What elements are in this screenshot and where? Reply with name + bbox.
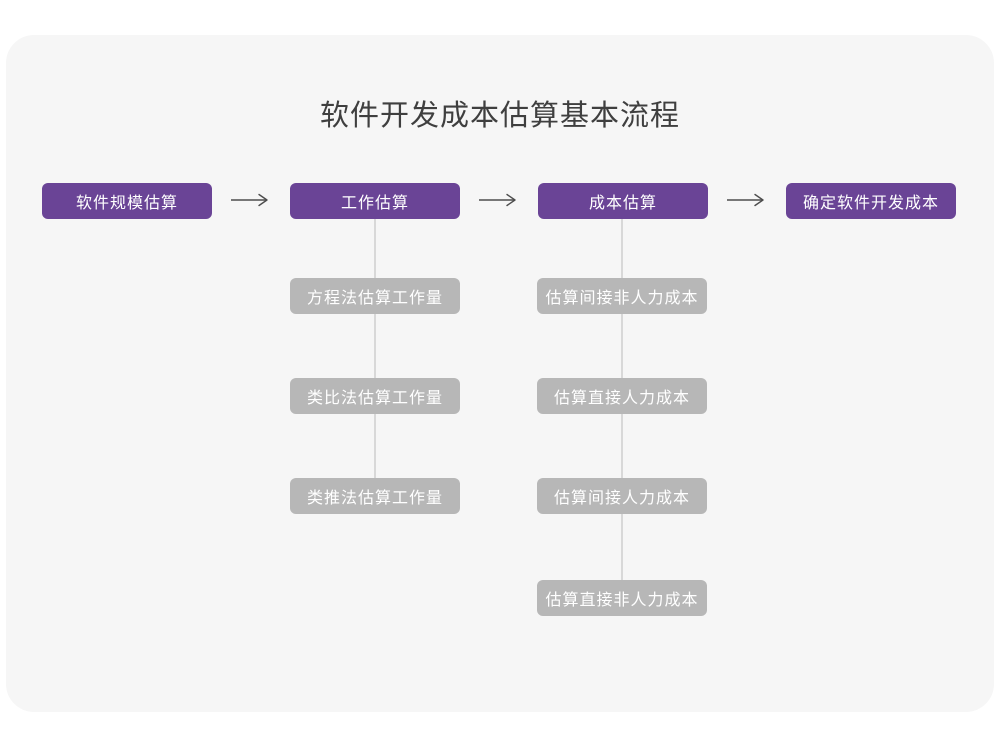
method-node-analogy: 类比法估算工作量 xyxy=(290,378,460,414)
flow-step-cost-estimation: 成本估算 xyxy=(538,183,708,219)
cost-item-direct-labor: 估算直接人力成本 xyxy=(537,378,707,414)
arrow-right-icon xyxy=(726,192,766,208)
flow-step-software-size-estimation: 软件规模估算 xyxy=(42,183,212,219)
method-node-equation: 方程法估算工作量 xyxy=(290,278,460,314)
flow-step-determine-development-cost: 确定软件开发成本 xyxy=(786,183,956,219)
cost-item-direct-non-labor: 估算直接非人力成本 xyxy=(537,580,707,616)
cost-item-indirect-labor: 估算间接人力成本 xyxy=(537,478,707,514)
arrow-right-icon xyxy=(230,192,270,208)
cost-item-indirect-non-labor: 估算间接非人力成本 xyxy=(537,278,707,314)
connector-line-effort xyxy=(374,219,376,497)
method-node-extrapolation: 类推法估算工作量 xyxy=(290,478,460,514)
flow-step-effort-estimation: 工作估算 xyxy=(290,183,460,219)
arrow-right-icon xyxy=(478,192,518,208)
diagram-card xyxy=(6,35,994,712)
diagram-title: 软件开发成本估算基本流程 xyxy=(319,100,680,132)
